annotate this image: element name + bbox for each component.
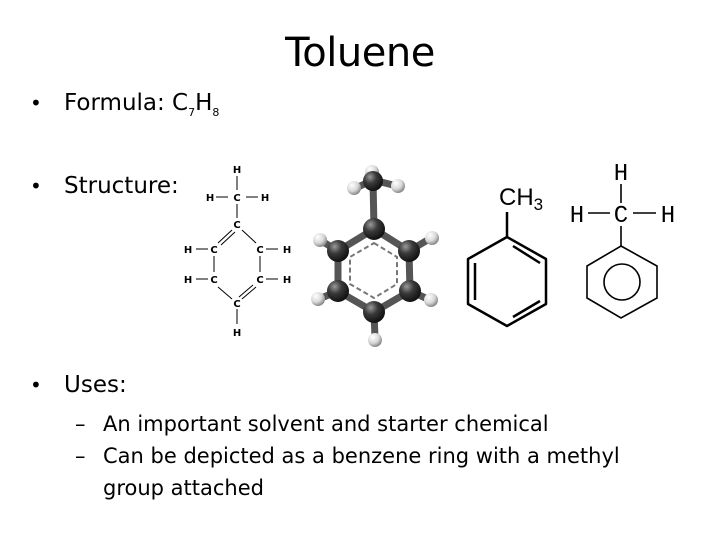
condensed-h-left: H	[570, 203, 584, 230]
bullet-dot: •	[30, 174, 42, 198]
dash-marker: –	[75, 444, 86, 468]
formula-subscript-7: 7	[188, 106, 196, 119]
lewis-atom-h-ring6: H	[283, 245, 291, 256]
slide-title: Toluene	[285, 30, 435, 76]
bullet-dot: •	[30, 91, 42, 115]
lewis-atom-h-ring5: H	[283, 275, 291, 286]
lewis-atom-h-ring3: H	[184, 275, 192, 286]
formula-bullet: • Formula: C7H8	[30, 90, 220, 119]
uses-bullet: • Uses:	[30, 372, 127, 398]
bullet-dot: •	[30, 373, 42, 397]
lewis-atom-c-ring4: C	[233, 299, 240, 310]
aromatic-ring-dashes	[349, 241, 398, 300]
carbon-atoms	[327, 171, 421, 323]
lewis-atom-h-top: H	[233, 165, 241, 176]
lewis-atom-h-ring2: H	[184, 245, 192, 256]
structure-bullet: • Structure:	[30, 173, 179, 199]
formula-text: Formula: C	[64, 90, 189, 116]
condensed-c-center: C	[614, 203, 628, 230]
lewis-atom-c-ring2: C	[210, 245, 217, 256]
lewis-atom-c-ring6: C	[256, 245, 263, 256]
uses-label: Uses:	[64, 372, 127, 398]
lewis-atom-h-right: H	[261, 193, 269, 204]
condensed-h-right: H	[661, 203, 675, 230]
lewis-bonds	[196, 176, 278, 324]
structure-label: Structure:	[64, 173, 179, 199]
dash-marker: –	[75, 412, 86, 436]
formula-h: H	[195, 90, 213, 116]
lewis-atom-c-methyl: C	[233, 193, 240, 204]
uses-item-1: –An important solvent and starter chemic…	[75, 408, 549, 440]
lewis-atom-c-ring5: C	[256, 275, 263, 286]
lewis-atom-h-ring4: H	[233, 328, 241, 339]
lewis-atom-h-left: H	[206, 193, 214, 204]
lewis-atom-c-ring1: C	[233, 220, 240, 231]
formula-subscript-8: 8	[212, 106, 220, 119]
uses-item-2: –Can be depicted as a benzene ring with …	[75, 440, 675, 504]
condensed-h-top: H	[614, 161, 628, 188]
lewis-atom-c-ring3: C	[210, 275, 217, 286]
